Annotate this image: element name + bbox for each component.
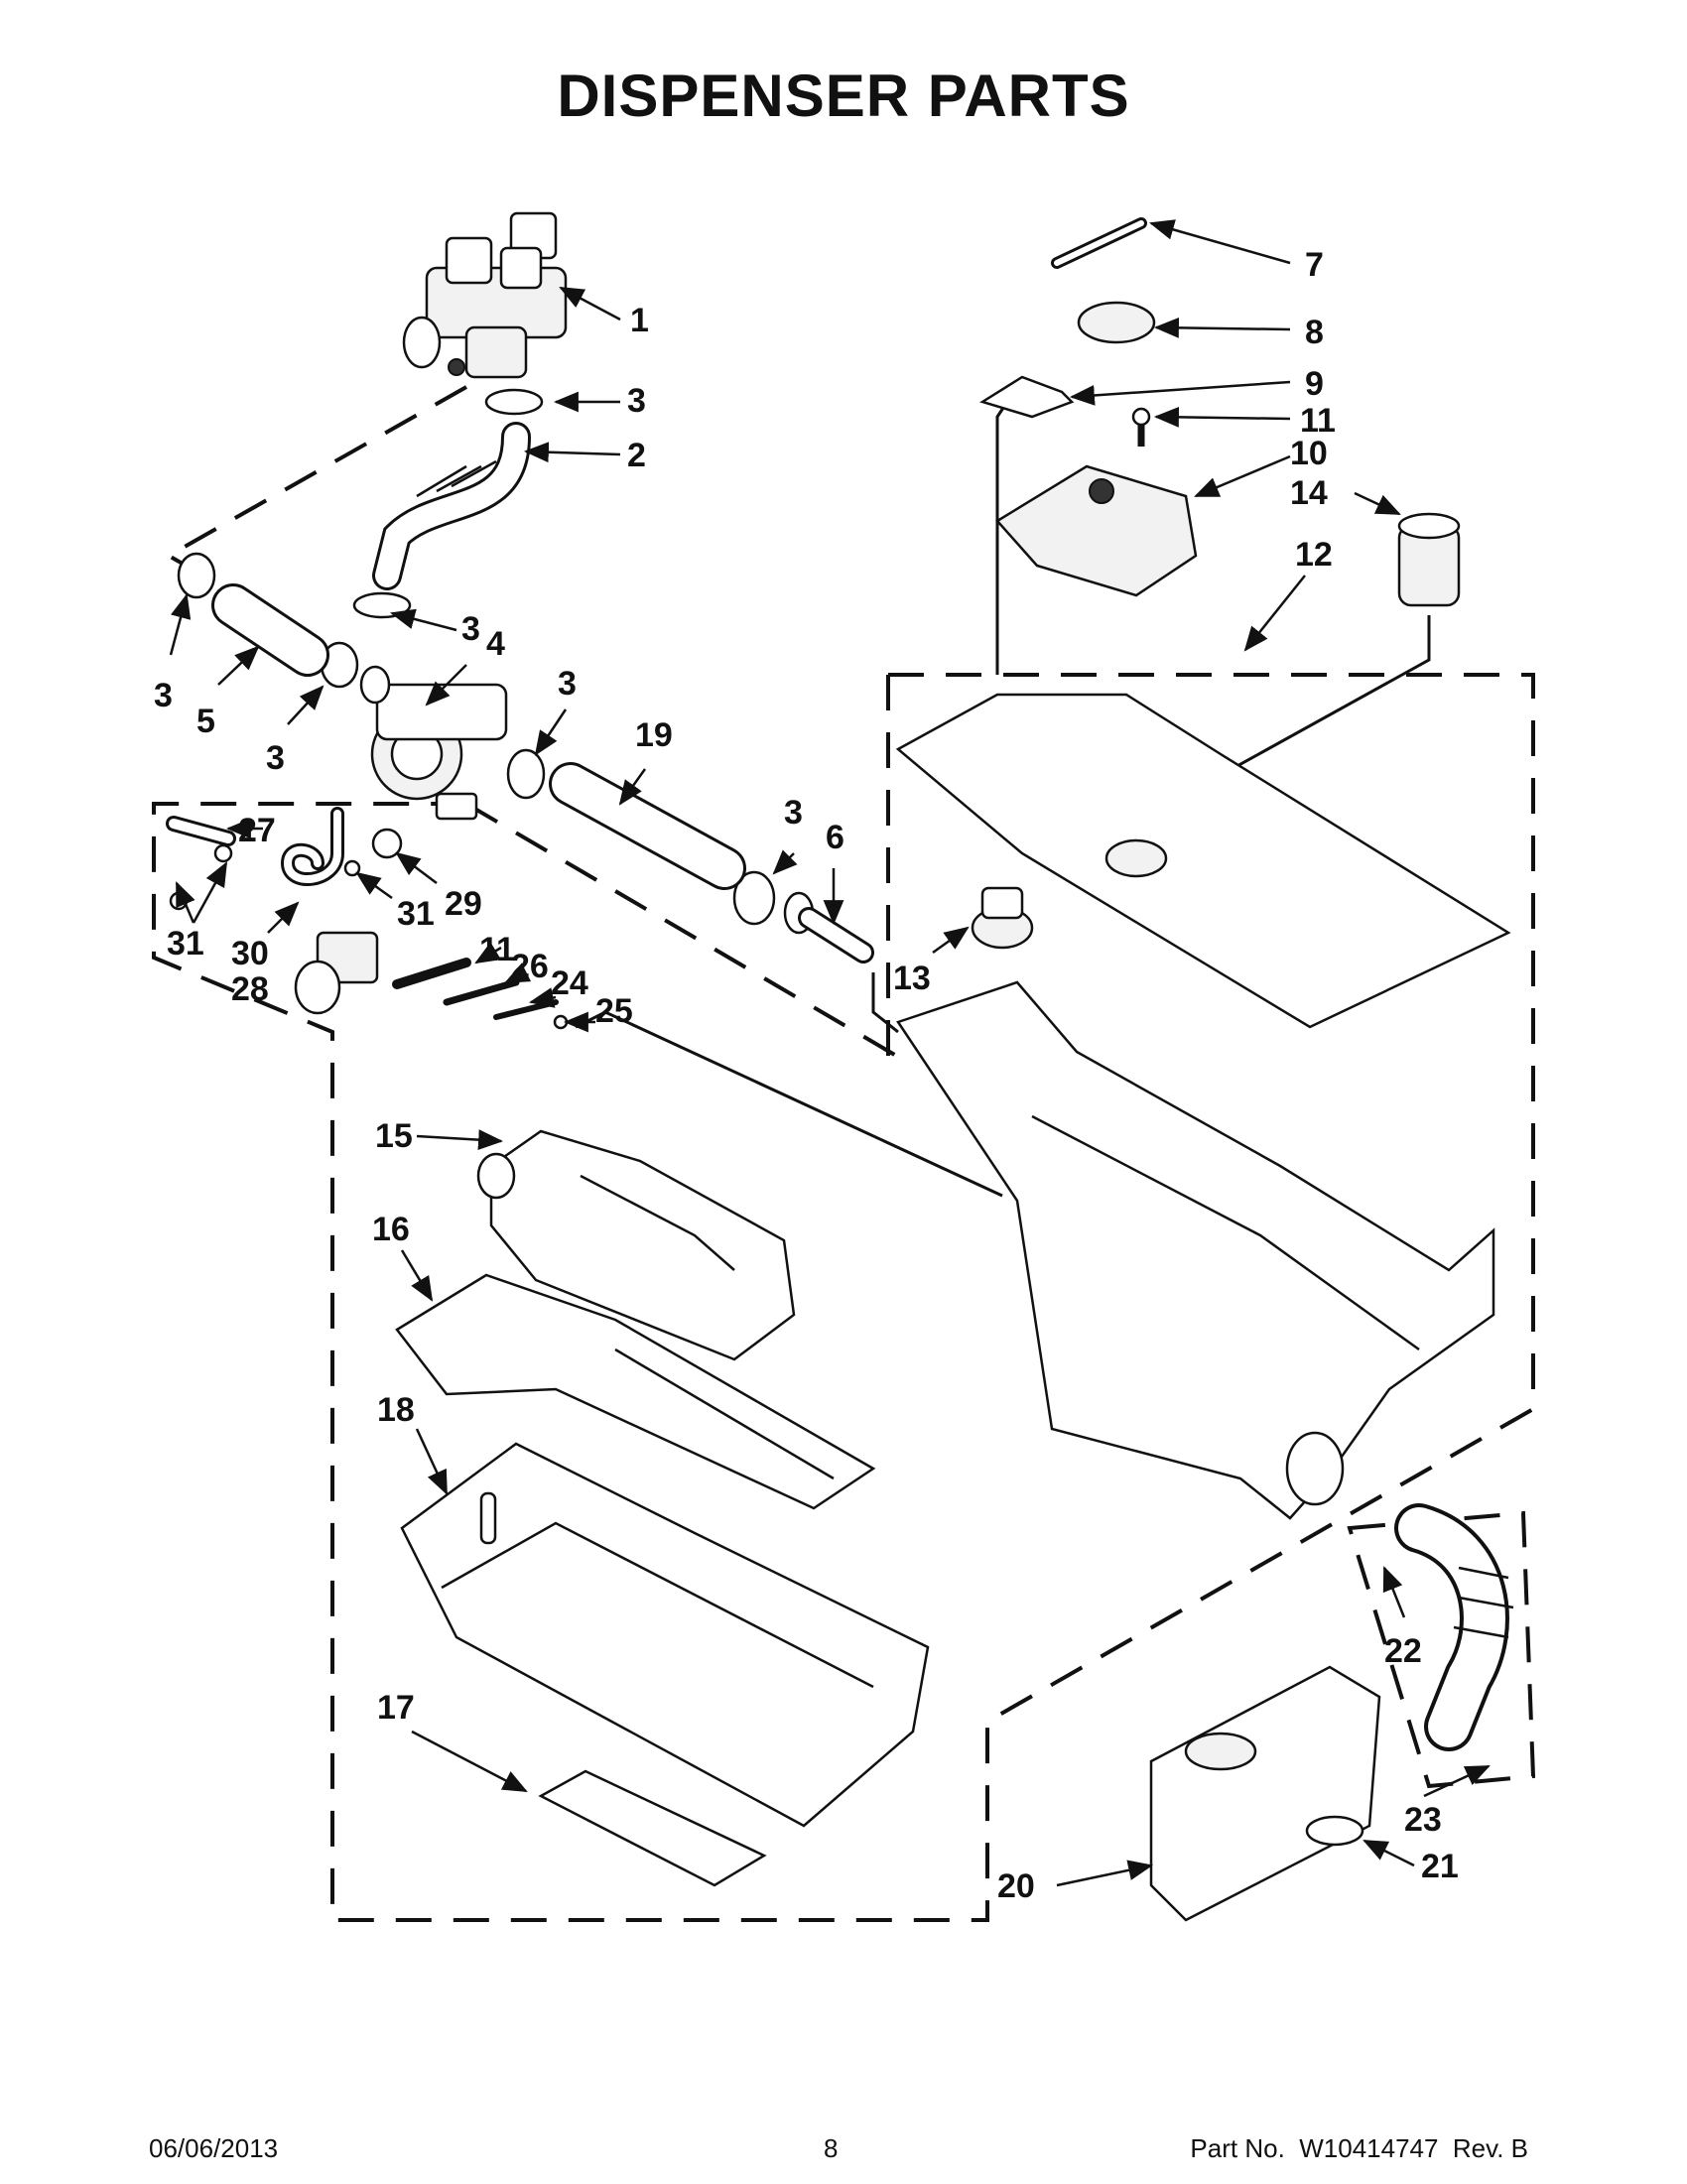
callout-1: 1: [630, 302, 649, 339]
footer-part-number: Part No. W10414747 Rev. B: [1190, 2133, 1528, 2163]
small-fittings-group: [166, 807, 569, 1030]
callout-15: 15: [375, 1117, 413, 1155]
siphon-cover-part: [476, 1129, 796, 1361]
dashed-outline-drain-hose: [1347, 1510, 1536, 1789]
housing-top-part: [895, 693, 1511, 1029]
long-hose-part: [549, 762, 746, 890]
callout-9: 9: [1305, 365, 1324, 403]
actuator-part: [995, 407, 1198, 597]
callout-3-left: 3: [154, 677, 173, 714]
connector-line-cap: [995, 401, 1009, 675]
drawer-handle-part: [538, 1769, 767, 1887]
callout-12: 12: [1295, 536, 1333, 574]
footer-page-number: 8: [824, 2133, 839, 2163]
short-hose-part: [211, 583, 329, 677]
callout-14: 14: [1290, 474, 1328, 512]
inlet-hose-part: [372, 422, 531, 590]
sensor-part: [1397, 512, 1461, 607]
drawer-front-part: [1149, 1665, 1381, 1922]
callout-20: 20: [997, 1867, 1035, 1905]
callout-24: 24: [551, 964, 588, 1002]
callout-13: 13: [893, 960, 931, 997]
cap-gasket-parts: [978, 217, 1156, 419]
callout-31-right: 31: [397, 895, 435, 933]
callout-3-mid: 3: [266, 739, 285, 777]
page-title: DISPENSER PARTS: [557, 63, 1130, 129]
connector-line-hose-end: [871, 972, 899, 1034]
callout-29: 29: [445, 885, 482, 923]
callout-3-top: 3: [627, 382, 646, 420]
leader-arrows: [169, 219, 1491, 1887]
footer-date: 06/06/2013: [149, 2133, 279, 2163]
dashed-outline-dispenser-group: [152, 673, 1535, 1922]
dispenser-drawer-part: [400, 1442, 930, 1828]
callout-26: 26: [511, 948, 549, 985]
callout-3-right: 3: [558, 665, 577, 703]
mixing-valve-part: [359, 665, 508, 821]
callout-labels: 1 2 3 3 3 3 3 3 4 5 6 7 8 9 10 11 11 12 …: [154, 246, 1459, 1905]
callout-30: 30: [231, 935, 269, 972]
callout-22: 22: [1384, 1632, 1422, 1670]
nozzle-part: [783, 891, 874, 964]
callout-25: 25: [595, 992, 633, 1030]
callout-23: 23: [1404, 1801, 1442, 1839]
callout-6: 6: [826, 819, 844, 856]
callout-5: 5: [196, 703, 215, 740]
callout-31-left: 31: [167, 925, 204, 963]
callout-18: 18: [377, 1391, 415, 1429]
callout-7: 7: [1305, 246, 1324, 284]
callout-28: 28: [231, 970, 269, 1008]
clamp-parts: [177, 388, 776, 926]
dashed-outline-valve-to-hose: [164, 385, 467, 578]
bellows-part: [1394, 1503, 1514, 1751]
callout-8: 8: [1305, 314, 1324, 351]
dispenser-housing-part: [896, 980, 1495, 1520]
callout-4: 4: [486, 625, 505, 663]
callout-10: 10: [1290, 435, 1328, 472]
callout-27: 27: [238, 812, 276, 849]
water-valve-part: [402, 211, 568, 379]
callout-11-top: 11: [1300, 402, 1336, 440]
callout-19: 19: [635, 716, 673, 754]
callout-3-upper: 3: [461, 610, 480, 648]
callout-2: 2: [627, 437, 646, 474]
drawer-insert-part: [395, 1273, 876, 1510]
callout-11-left: 11: [479, 931, 515, 968]
callout-17: 17: [377, 1689, 415, 1727]
dashed-outline-hose-to-bellows: [464, 802, 900, 1059]
callout-3-far: 3: [784, 794, 803, 832]
connector-line-sensor: [1150, 615, 1431, 816]
callout-16: 16: [372, 1211, 410, 1248]
check-valve-part: [971, 886, 1034, 950]
callout-21: 21: [1421, 1848, 1459, 1885]
